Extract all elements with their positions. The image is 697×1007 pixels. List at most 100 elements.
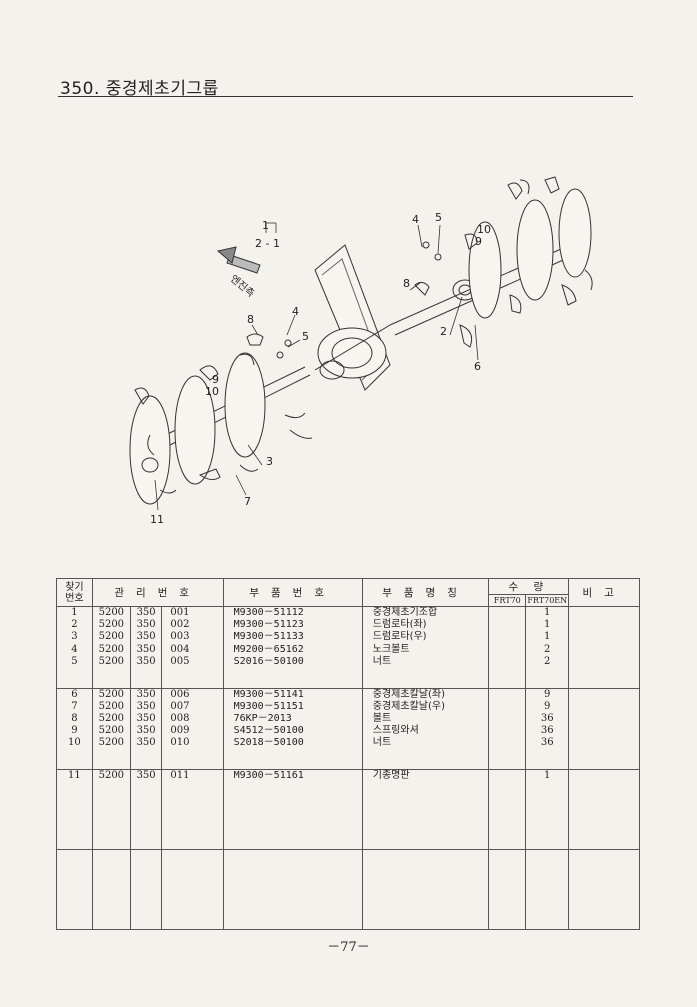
parts-table: 찾기 번호 관리번호 부품번호 부품명칭 수 량 비고 FRT70 FRT70E… — [56, 578, 640, 930]
table-cell: 007 — [170, 700, 190, 712]
callout-label: 8 — [247, 313, 254, 326]
page-number: －77－ — [327, 940, 370, 955]
left-flange-2 — [174, 375, 216, 485]
table-cell: 011 — [170, 770, 190, 781]
table-cell: 1 — [544, 631, 551, 643]
table-cell: 스프링와셔 — [372, 725, 419, 737]
table-cell: 10 — [68, 737, 81, 749]
table-cell: 5 — [71, 655, 78, 667]
table-cell: 노크볼트 — [372, 643, 410, 655]
table-cell: 9 — [71, 725, 78, 737]
right-flange-1 — [468, 221, 502, 319]
table-cell: 350 — [136, 712, 156, 724]
table-cell: 7 — [71, 700, 78, 712]
callout-label: 11 — [150, 513, 164, 526]
callout-label: 5 — [435, 211, 442, 224]
header-find-no: 찾기 번호 — [56, 578, 93, 607]
exploded-parts-diagram: 1 2 - 1 엔진측 4 5 10 9 8 2 6 8 4 5 10 9 3 … — [129, 176, 593, 526]
table-cell: 36 — [540, 712, 554, 724]
table-cell: S2016－50100 — [233, 655, 304, 667]
table-cell: 5200 — [98, 700, 125, 712]
page-title: 350. 중경제초기그룹 — [60, 79, 219, 99]
table-cell: 드럼로타(우) — [372, 631, 427, 643]
case-hub — [317, 327, 387, 379]
table-cell: 006 — [170, 688, 190, 700]
direction-label: 엔진측 — [228, 273, 257, 300]
header-qty: 수 량 — [488, 578, 570, 595]
callout-label: 5 — [302, 330, 309, 343]
table-cell: 5200 — [98, 770, 125, 781]
header-qty-frt70en: FRT70EN — [525, 594, 570, 607]
table-cell: 36 — [540, 725, 554, 737]
table-cell: 기종명판 — [372, 770, 410, 781]
table-cell: 중경제초칼날(우) — [372, 700, 445, 712]
header-mgmt-no: 관리번호 — [91, 578, 224, 607]
table-cell: 350 — [136, 725, 156, 737]
table-cell: 350 — [136, 737, 156, 749]
table-group: 11 5200 350 011 M9300－51161 기종명판 1 — [56, 769, 640, 850]
table-cell: S4512－50100 — [233, 725, 304, 737]
empty-table-block — [56, 849, 640, 930]
callout-label: 7 — [244, 495, 251, 508]
table-cell: 드럼로타(좌) — [372, 619, 427, 631]
table-cell: 볼트 — [372, 712, 392, 724]
callout-label: 10 — [477, 223, 491, 236]
callout-label: 9 — [212, 373, 219, 386]
table-cell: 5200 — [98, 631, 125, 643]
table-cell: S2018－50100 — [233, 737, 304, 749]
table-cell: 8 — [71, 712, 78, 724]
table-cell: 003 — [170, 631, 190, 643]
table-cell: 2 — [71, 619, 78, 631]
table-cell: 5200 — [98, 643, 125, 655]
table-cell: 5200 — [98, 712, 125, 724]
table-cell: 5200 — [98, 607, 125, 618]
table-cell: 5200 — [98, 725, 125, 737]
table-cell: 004 — [170, 643, 190, 655]
table-cell: 350 — [136, 770, 156, 781]
table-cell: 010 — [170, 737, 190, 749]
table-cell: 36 — [540, 737, 554, 749]
callout-label: 9 — [475, 235, 482, 248]
callout-label: 10 — [205, 385, 219, 398]
callout-label: 2 — [440, 325, 447, 338]
table-cell: 1 — [544, 619, 551, 631]
table-cell: 350 — [136, 643, 156, 655]
table-cell: 350 — [136, 631, 156, 643]
header-part-name: 부품명칭 — [361, 578, 490, 607]
callout-group: 1 — [262, 219, 269, 232]
table-cell: 너트 — [372, 737, 392, 749]
right-flange-3 — [558, 188, 592, 278]
table-cell: 350 — [136, 700, 156, 712]
table-cell: M9300－51133 — [233, 631, 304, 643]
callout-label: 4 — [412, 213, 419, 226]
header-part-no: 부품번호 — [222, 578, 363, 607]
table-cell: 4 — [71, 643, 78, 655]
table-cell: 350 — [136, 688, 156, 700]
table-cell: 5200 — [98, 655, 125, 667]
table-cell: M9200－65162 — [233, 643, 304, 655]
table-cell: 2 — [544, 643, 551, 655]
table-cell: 002 — [170, 619, 190, 631]
table-cell: 350 — [136, 655, 156, 667]
right-flange-2 — [516, 199, 554, 301]
table-cell: 1 — [71, 607, 78, 618]
table-cell: 76KP－2013 — [233, 712, 292, 724]
table-cell: 001 — [170, 607, 190, 618]
table-cell: 너트 — [372, 655, 392, 667]
table-cell: 008 — [170, 712, 190, 724]
table-cell: 6 — [71, 688, 78, 700]
table-cell: 중경제초칼날(좌) — [372, 688, 445, 700]
header-qty-frt70: FRT70 — [488, 594, 527, 607]
table-cell: M9300－51161 — [233, 770, 304, 781]
title-underline — [58, 96, 633, 97]
table-cell: M9300－51123 — [233, 619, 304, 631]
table-cell: 5200 — [98, 688, 125, 700]
table-cell: 11 — [68, 770, 81, 781]
callout-label: 6 — [474, 360, 481, 373]
table-cell: M9300－51112 — [233, 607, 304, 618]
table-cell: 1 — [544, 607, 551, 618]
table-cell: 2 — [544, 655, 551, 667]
callout-label: 4 — [292, 305, 299, 318]
